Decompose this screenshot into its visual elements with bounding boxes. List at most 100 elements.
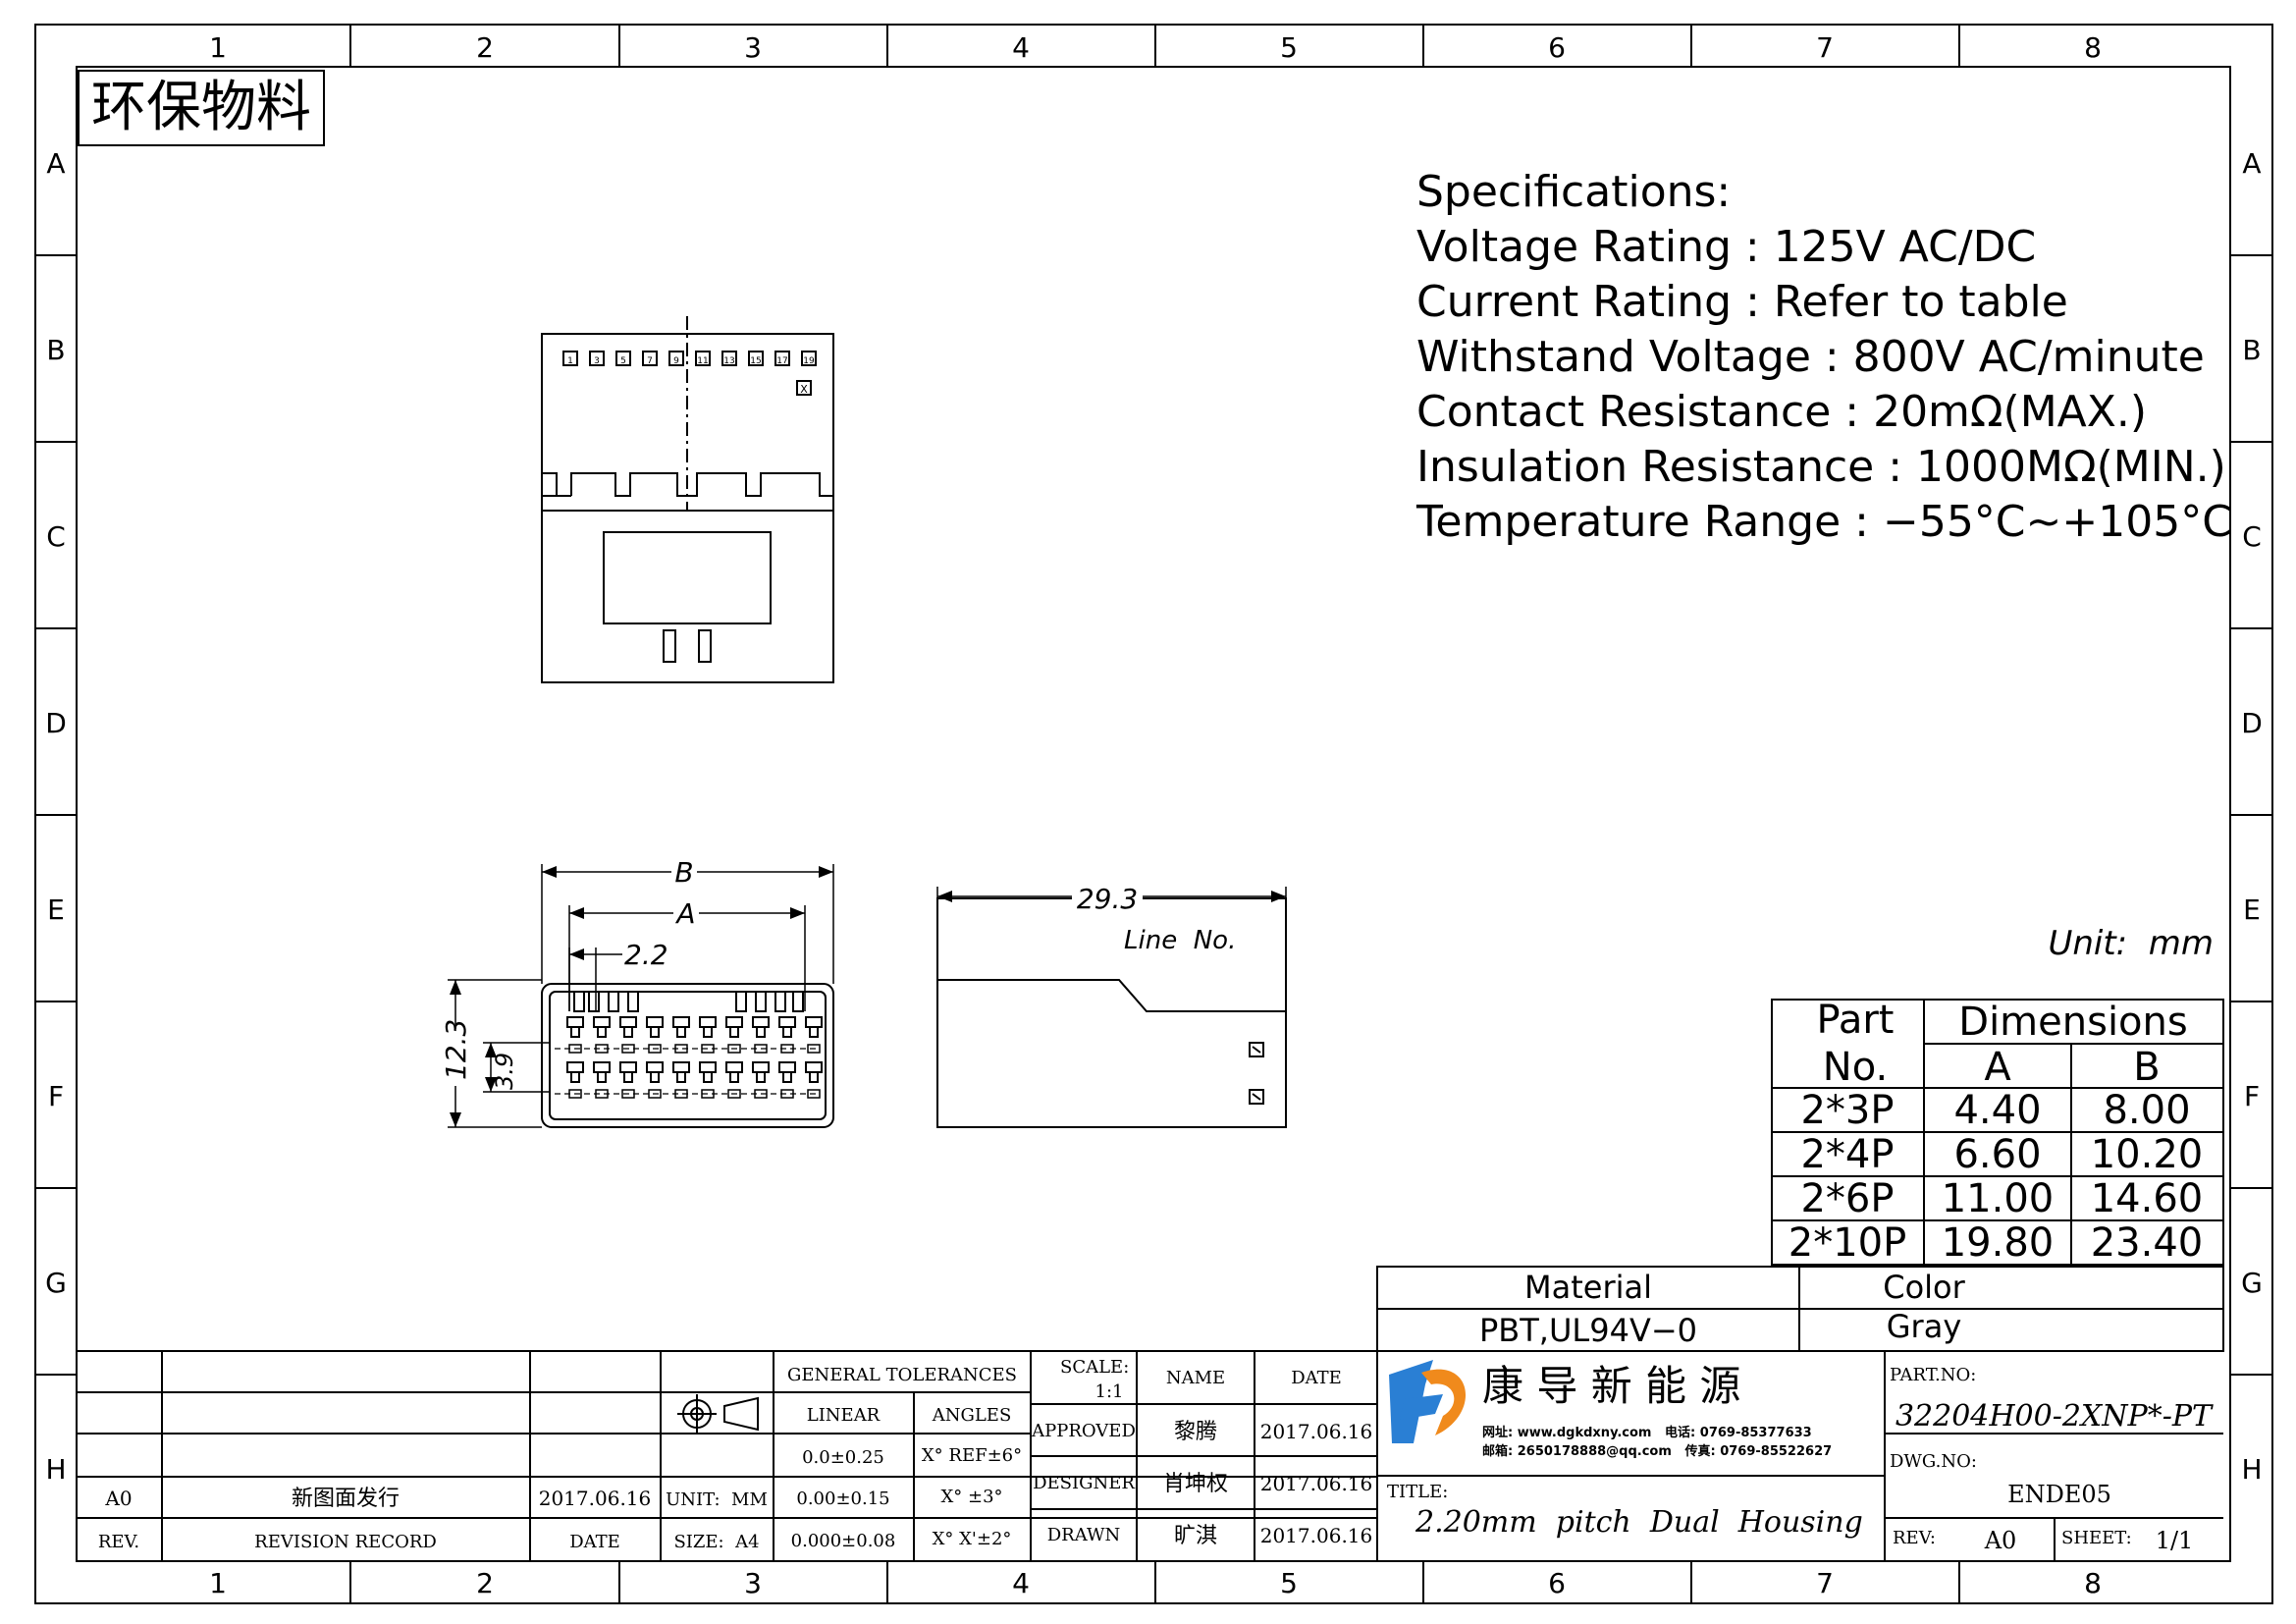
third-angle-projection-icon <box>677 1394 759 1434</box>
part-no-label: PART.NO: <box>1890 1365 1976 1385</box>
name-column-header: NAME <box>1166 1368 1225 1388</box>
row-label: C <box>46 520 66 553</box>
spec-line: Temperature Range : −55°C~+105°C <box>1415 497 2232 547</box>
part-number: 32204H00-2XNP*-PT <box>1896 1399 2214 1434</box>
table-dim-a-cell: 4.40 <box>1953 1088 2041 1133</box>
pin-contact <box>807 1089 821 1099</box>
top-view-corner-label: X <box>800 383 808 396</box>
spec-line: Voltage Rating : 125V AC/DC <box>1416 222 2036 272</box>
column-label: 5 <box>1280 1567 1298 1599</box>
revision-col-rev: REV. <box>98 1532 139 1552</box>
specs-heading: Specifications: <box>1416 167 1731 217</box>
pin-marker <box>562 351 578 366</box>
pin-marker-label: 5 <box>620 356 626 366</box>
row-label: B <box>2242 334 2261 366</box>
color-value: Gray <box>1887 1308 1962 1345</box>
dimension-b-label: B <box>674 856 693 889</box>
pin-marker <box>695 351 711 366</box>
pin-cavity <box>593 1061 611 1073</box>
pin-cavity <box>805 1016 823 1028</box>
revision-col-date: DATE <box>569 1532 620 1552</box>
pin-cavity <box>699 1061 717 1073</box>
column-labels-bottom: 1 2 3 4 5 6 7 8 <box>209 1567 2102 1599</box>
table-dim-b-cell: 8.00 <box>2103 1088 2190 1133</box>
pin-marker-label: 11 <box>697 356 708 366</box>
drawn-date: 2017.06.16 <box>1260 1524 1373 1547</box>
company-contact-1: 网址: www.dgkdxny.com 电话: 0769-85377633 <box>1482 1425 1812 1440</box>
row-label: A <box>2242 147 2261 180</box>
pin-cavity <box>570 1026 580 1038</box>
front-view-dimensions: B A 2.2 12.3 3.9 <box>440 856 699 1090</box>
row-label: C <box>2242 520 2262 553</box>
drawn-name: 旷淇 <box>1174 1524 1217 1548</box>
pin-cavity <box>809 1026 819 1038</box>
row-label: H <box>45 1453 66 1486</box>
pin-marker-label: 9 <box>673 356 679 366</box>
pin-contact <box>727 1044 741 1054</box>
revision-rev: A0 <box>104 1487 132 1510</box>
dwg-number: ENDE05 <box>2007 1481 2111 1508</box>
company-logo <box>1389 1360 1467 1443</box>
front-view-drawing <box>448 864 834 1128</box>
color-label: Color <box>1883 1269 1965 1306</box>
designer-name: 肖坤权 <box>1163 1472 1228 1496</box>
pin-cavity <box>672 1016 690 1028</box>
column-label: 2 <box>476 31 494 64</box>
table-dim-b-cell: 14.60 <box>2091 1176 2204 1221</box>
spec-line: Withstand Voltage : 800V AC/minute <box>1416 332 2205 382</box>
latch-slot <box>755 992 767 1012</box>
pin-cavity <box>597 1071 607 1083</box>
row-label: H <box>2241 1453 2262 1486</box>
pin-cavity <box>619 1016 637 1028</box>
latch-slot <box>735 992 747 1012</box>
pin-cavity <box>699 1016 717 1028</box>
pin-cavity <box>593 1016 611 1028</box>
material-label: Material <box>1524 1269 1652 1306</box>
pin-cavity <box>752 1016 770 1028</box>
row-label: D <box>2241 707 2263 739</box>
pin-cavity <box>672 1061 690 1073</box>
column-label: 5 <box>1280 31 1298 64</box>
column-label: 4 <box>1012 31 1030 64</box>
pin-cavity <box>756 1026 766 1038</box>
company-name: 康 导 新 能 源 <box>1482 1362 1740 1410</box>
column-label: 6 <box>1548 1567 1566 1599</box>
column-dividers <box>349 25 1960 1603</box>
pin-cavity <box>650 1026 660 1038</box>
pin-marker <box>721 351 737 366</box>
pin-cavity <box>570 1071 580 1083</box>
tolerances-linear: LINEAR <box>807 1405 881 1426</box>
tolerance-angle-2: X° ±3° <box>940 1487 1002 1507</box>
table-dim-b-cell: 10.20 <box>2091 1132 2204 1177</box>
material-value: PBT,UL94V−0 <box>1479 1312 1697 1349</box>
row-label: F <box>48 1080 64 1112</box>
table-dim-a-cell: 6.60 <box>1953 1132 2041 1177</box>
latch-slot <box>774 992 786 1012</box>
spec-line: Contact Resistance : 20mΩ(MAX.) <box>1416 387 2147 437</box>
approved-role: APPROVED <box>1031 1421 1136 1441</box>
column-labels-top: 1 2 3 4 5 6 7 8 <box>209 31 2102 64</box>
column-label: 1 <box>209 1567 227 1599</box>
pin-cavity <box>676 1071 686 1083</box>
rev-value: A0 <box>1984 1527 2017 1554</box>
dwg-no-label: DWG.NO: <box>1890 1451 1977 1472</box>
designer-role: DESIGNER <box>1033 1473 1135 1493</box>
tolerance-angle-1: X° REF±6° <box>922 1445 1022 1466</box>
scale-value: 1:1 <box>1095 1381 1124 1402</box>
pin-cavity <box>805 1061 823 1073</box>
unit-field: UNIT: MM <box>666 1489 768 1510</box>
row-label: E <box>47 893 65 926</box>
latch-slot <box>588 992 600 1012</box>
dimension-length-label: 29.3 <box>1077 883 1138 915</box>
spec-line: Insulation Resistance : 1000MΩ(MIN.) <box>1416 442 2226 492</box>
column-label: 6 <box>1548 31 1566 64</box>
tolerance-linear-2: 0.00±0.15 <box>796 1489 889 1509</box>
latch-slot <box>608 992 619 1012</box>
revision-date: 2017.06.16 <box>539 1487 652 1510</box>
approved-date: 2017.06.16 <box>1260 1420 1373 1443</box>
pin-cavity <box>566 1016 584 1028</box>
pin-cavity <box>752 1061 770 1073</box>
